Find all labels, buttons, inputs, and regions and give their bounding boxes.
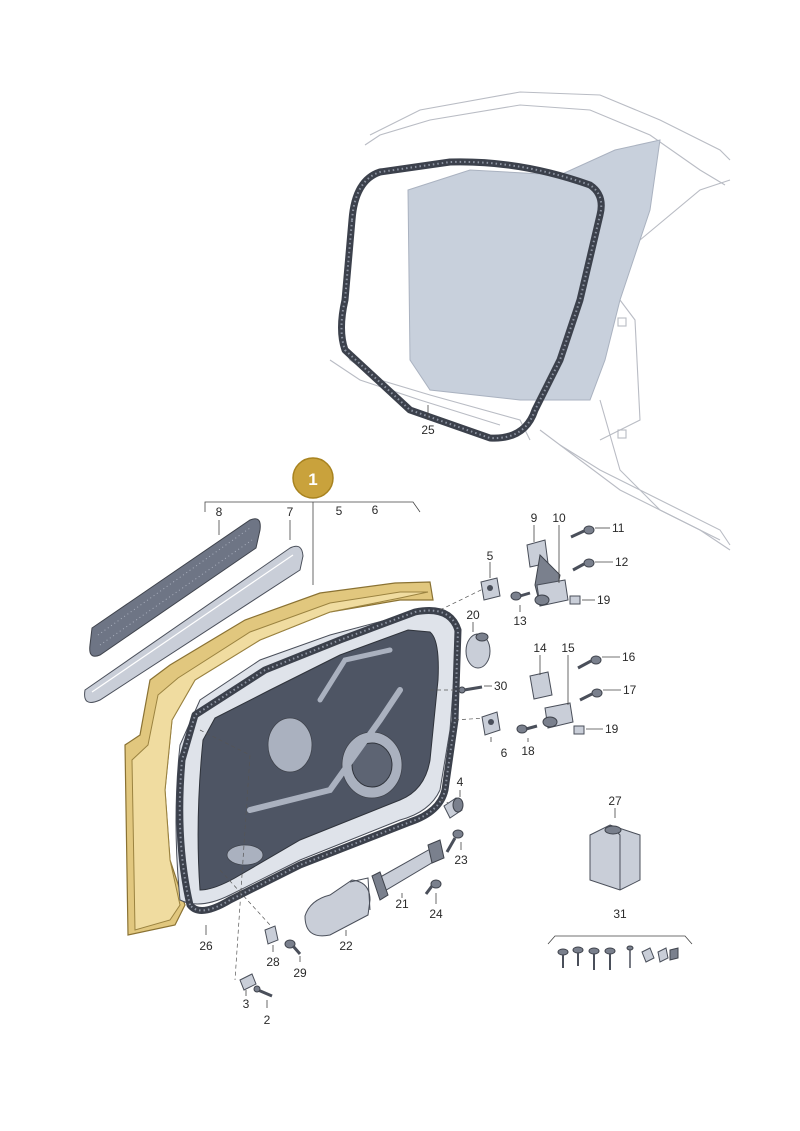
door-inner-panel xyxy=(175,611,457,905)
part-4-plug xyxy=(443,797,464,819)
door-opening-glass xyxy=(407,139,661,401)
callout-22: 22 xyxy=(339,939,353,953)
callout-12: 12 xyxy=(615,555,629,569)
callout-19-upper: 19 xyxy=(597,593,611,607)
callout-5-top: 5 xyxy=(336,504,343,518)
part-17-bolt xyxy=(579,688,603,702)
part-23-bolt xyxy=(445,829,464,853)
part-8-insulation-strip xyxy=(89,518,261,657)
callout-28: 28 xyxy=(266,955,280,969)
kit-bracket xyxy=(547,935,693,945)
part-5-hinge-plate xyxy=(480,577,501,601)
part-20-door-check xyxy=(465,632,491,669)
callout-5: 5 xyxy=(487,549,494,563)
part-12-bolt xyxy=(572,558,595,572)
part-15-hinge-arm xyxy=(542,702,574,729)
part-19-cap-lower xyxy=(573,725,585,735)
callout-3: 3 xyxy=(243,997,250,1011)
part-29-bolt xyxy=(284,939,302,955)
callout-25: 25 xyxy=(421,423,435,437)
item-badge: 1 xyxy=(292,457,334,499)
callout-16: 16 xyxy=(622,650,636,664)
callout-27: 27 xyxy=(608,794,622,808)
body-door-seal xyxy=(338,158,605,442)
callout-31: 31 xyxy=(613,907,627,921)
callout-20: 20 xyxy=(466,608,480,622)
callout-24: 24 xyxy=(429,907,443,921)
part-11-bolt xyxy=(570,525,595,539)
part-24-bolt xyxy=(424,879,442,895)
callout-9: 9 xyxy=(531,511,538,525)
callout-4: 4 xyxy=(457,775,464,789)
part-13-bolt xyxy=(510,591,531,601)
part-21-door-check-arm xyxy=(371,839,445,901)
part-1-door-shell xyxy=(124,581,434,936)
callout-6-top: 6 xyxy=(372,503,379,517)
part-19-cap-upper xyxy=(569,595,581,605)
callout-29: 29 xyxy=(293,966,307,980)
part-27-container xyxy=(589,824,641,891)
callout-10: 10 xyxy=(552,511,566,525)
callout-14: 14 xyxy=(533,641,547,655)
part-26-door-seal xyxy=(176,607,462,914)
part-10-hinge-arm xyxy=(534,579,569,607)
part-3-stud xyxy=(239,973,257,991)
callout-13: 13 xyxy=(513,614,527,628)
callout-6: 6 xyxy=(501,746,508,760)
part-16-bolt xyxy=(577,655,602,670)
callout-19-lower: 19 xyxy=(605,722,619,736)
callout-2: 2 xyxy=(264,1013,271,1027)
part-30-pin xyxy=(458,685,483,694)
part-2-screw xyxy=(253,985,273,998)
part-6-hinge-plate xyxy=(481,711,501,736)
car-body-outline xyxy=(329,91,731,551)
callout-21: 21 xyxy=(395,897,409,911)
callout-15: 15 xyxy=(561,641,575,655)
callout-30: 30 xyxy=(494,679,508,693)
badge-label: 1 xyxy=(308,470,317,489)
part-22-cover xyxy=(304,877,371,937)
part-14-hinge-bracket xyxy=(529,671,553,700)
part-7-window-strip xyxy=(84,545,304,703)
callout-7: 7 xyxy=(287,505,294,519)
callout-23: 23 xyxy=(454,853,468,867)
callout-26: 26 xyxy=(199,939,213,953)
callout-17: 17 xyxy=(623,683,637,697)
callout-11: 11 xyxy=(612,521,625,535)
group-bracket xyxy=(204,501,421,513)
callout-18: 18 xyxy=(521,744,535,758)
part-18-bolt xyxy=(516,724,538,734)
part-31-fastener-kit xyxy=(557,945,679,970)
part-28-clip xyxy=(264,925,279,945)
callout-8: 8 xyxy=(216,505,223,519)
